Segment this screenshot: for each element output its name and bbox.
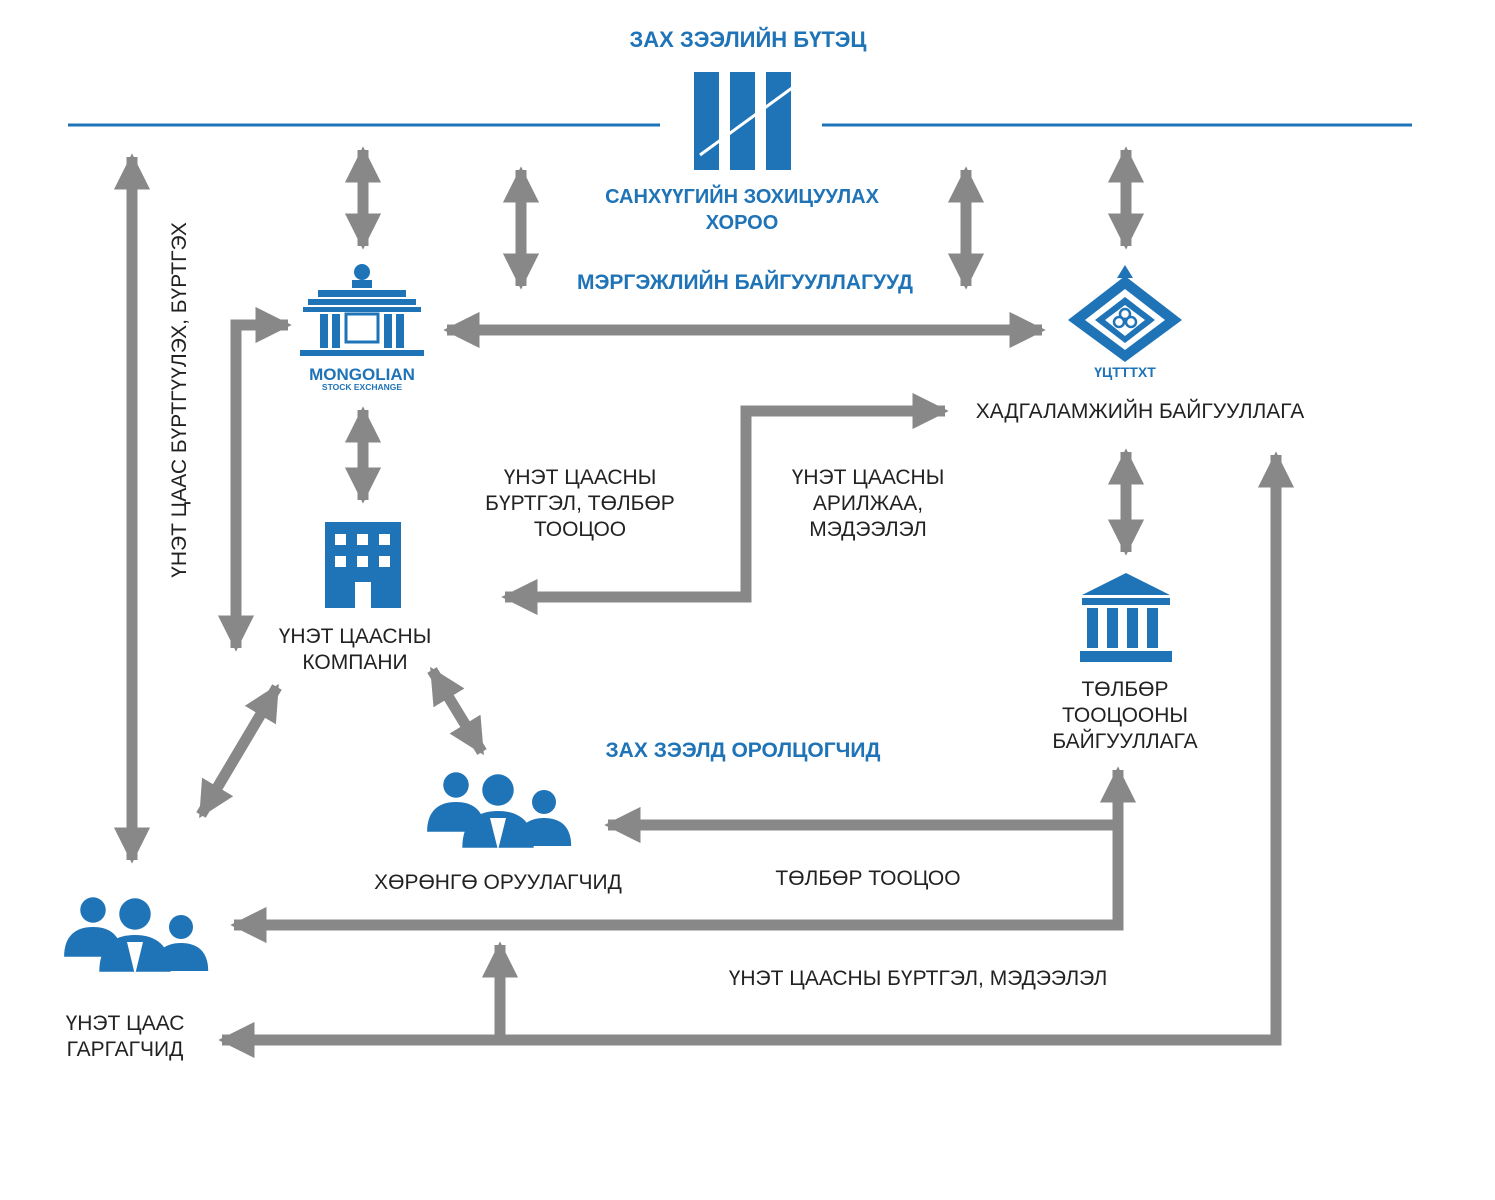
participants-label: ЗАХ ЗЭЭЛД ОРОЛЦОГЧИД: [605, 739, 881, 762]
issuers-people-group-icon: [64, 897, 209, 975]
flow-registration-settlement-line2: БҮРТГЭЛ, ТӨЛБӨР: [485, 492, 675, 515]
arrow-settlement-to-investors: [604, 766, 1137, 844]
exchange-logo-line2: STOCK EXCHANGE: [322, 382, 402, 392]
depository-logo-text: ҮЦТТТХТ: [1094, 364, 1156, 380]
company-label-line2: КОМПАНИ: [302, 651, 408, 674]
issuer-registration-text: ҮНЭТ ЦААС БҮРТГҮҮЛЭХ, БҮРТГЭХ: [168, 222, 191, 578]
exchange-logo-line1: MONGOLIAN: [309, 365, 415, 384]
flow-trading-info-line3: МЭДЭЭЛЭЛ: [809, 518, 927, 541]
arrow-registration-info: [218, 451, 1295, 1059]
clearing-label-line2: ТООЦООНЫ: [1061, 704, 1189, 727]
flow-registration-settlement-line1: ҮНЭТ ЦААСНЫ: [503, 466, 657, 489]
depository-logo-icon: ҮЦТТТХТ: [1068, 265, 1182, 380]
clearing-label-line1: ТӨЛБӨР: [1081, 678, 1169, 701]
flow-trading-info-line2: АРИЛЖАА,: [812, 492, 924, 515]
office-building-icon: [325, 522, 401, 608]
investors-label: ХӨРӨНГӨ ОРУУЛАГЧИД: [374, 871, 622, 894]
flow-trading-info-line1: ҮНЭТ ЦААСНЫ: [791, 466, 945, 489]
arrow-company-exchange: [217, 306, 292, 652]
regulator-label-line2: ХОРОО: [705, 212, 779, 234]
diagram-title: ЗАХ ЗЭЭЛИЙН БҮТЭЦ: [629, 27, 867, 52]
professional-orgs-label: МЭРГЭЖЛИЙН БАЙГУУЛЛАГУУД: [576, 271, 913, 294]
arrow-company-investors: [427, 666, 487, 756]
stock-exchange-building-icon: MONGOLIAN STOCK EXCHANGE: [300, 264, 424, 392]
arrow-company-issuers: [196, 683, 282, 819]
company-label-line1: ҮНЭТ ЦААСНЫ: [278, 625, 432, 648]
flow-registration-info-label: ҮНЭТ ЦААСНЫ БҮРТГЭЛ, МЭДЭЭЛЭЛ: [728, 967, 1108, 990]
flow-settlement-label: ТӨЛБӨР ТООЦОО: [775, 867, 961, 890]
regulator-label-line1: САНХҮҮГИЙН ЗОХИЦУУЛАХ: [605, 186, 879, 208]
issuers-label-line2: ГАРГАГЧИД: [66, 1038, 184, 1061]
flow-registration-settlement-line3: ТООЦОО: [533, 518, 627, 541]
clearing-label-line3: БАЙГУУЛЛАГА: [1052, 730, 1198, 753]
regulator-logo-icon: [694, 72, 793, 170]
bank-icon: [1080, 573, 1172, 662]
issuers-label-line1: ҮНЭТ ЦААС: [65, 1012, 185, 1035]
people-group-icon: [427, 772, 572, 850]
depository-label: ХАДГАЛАМЖИЙН БАЙГУУЛЛАГА: [975, 400, 1305, 423]
